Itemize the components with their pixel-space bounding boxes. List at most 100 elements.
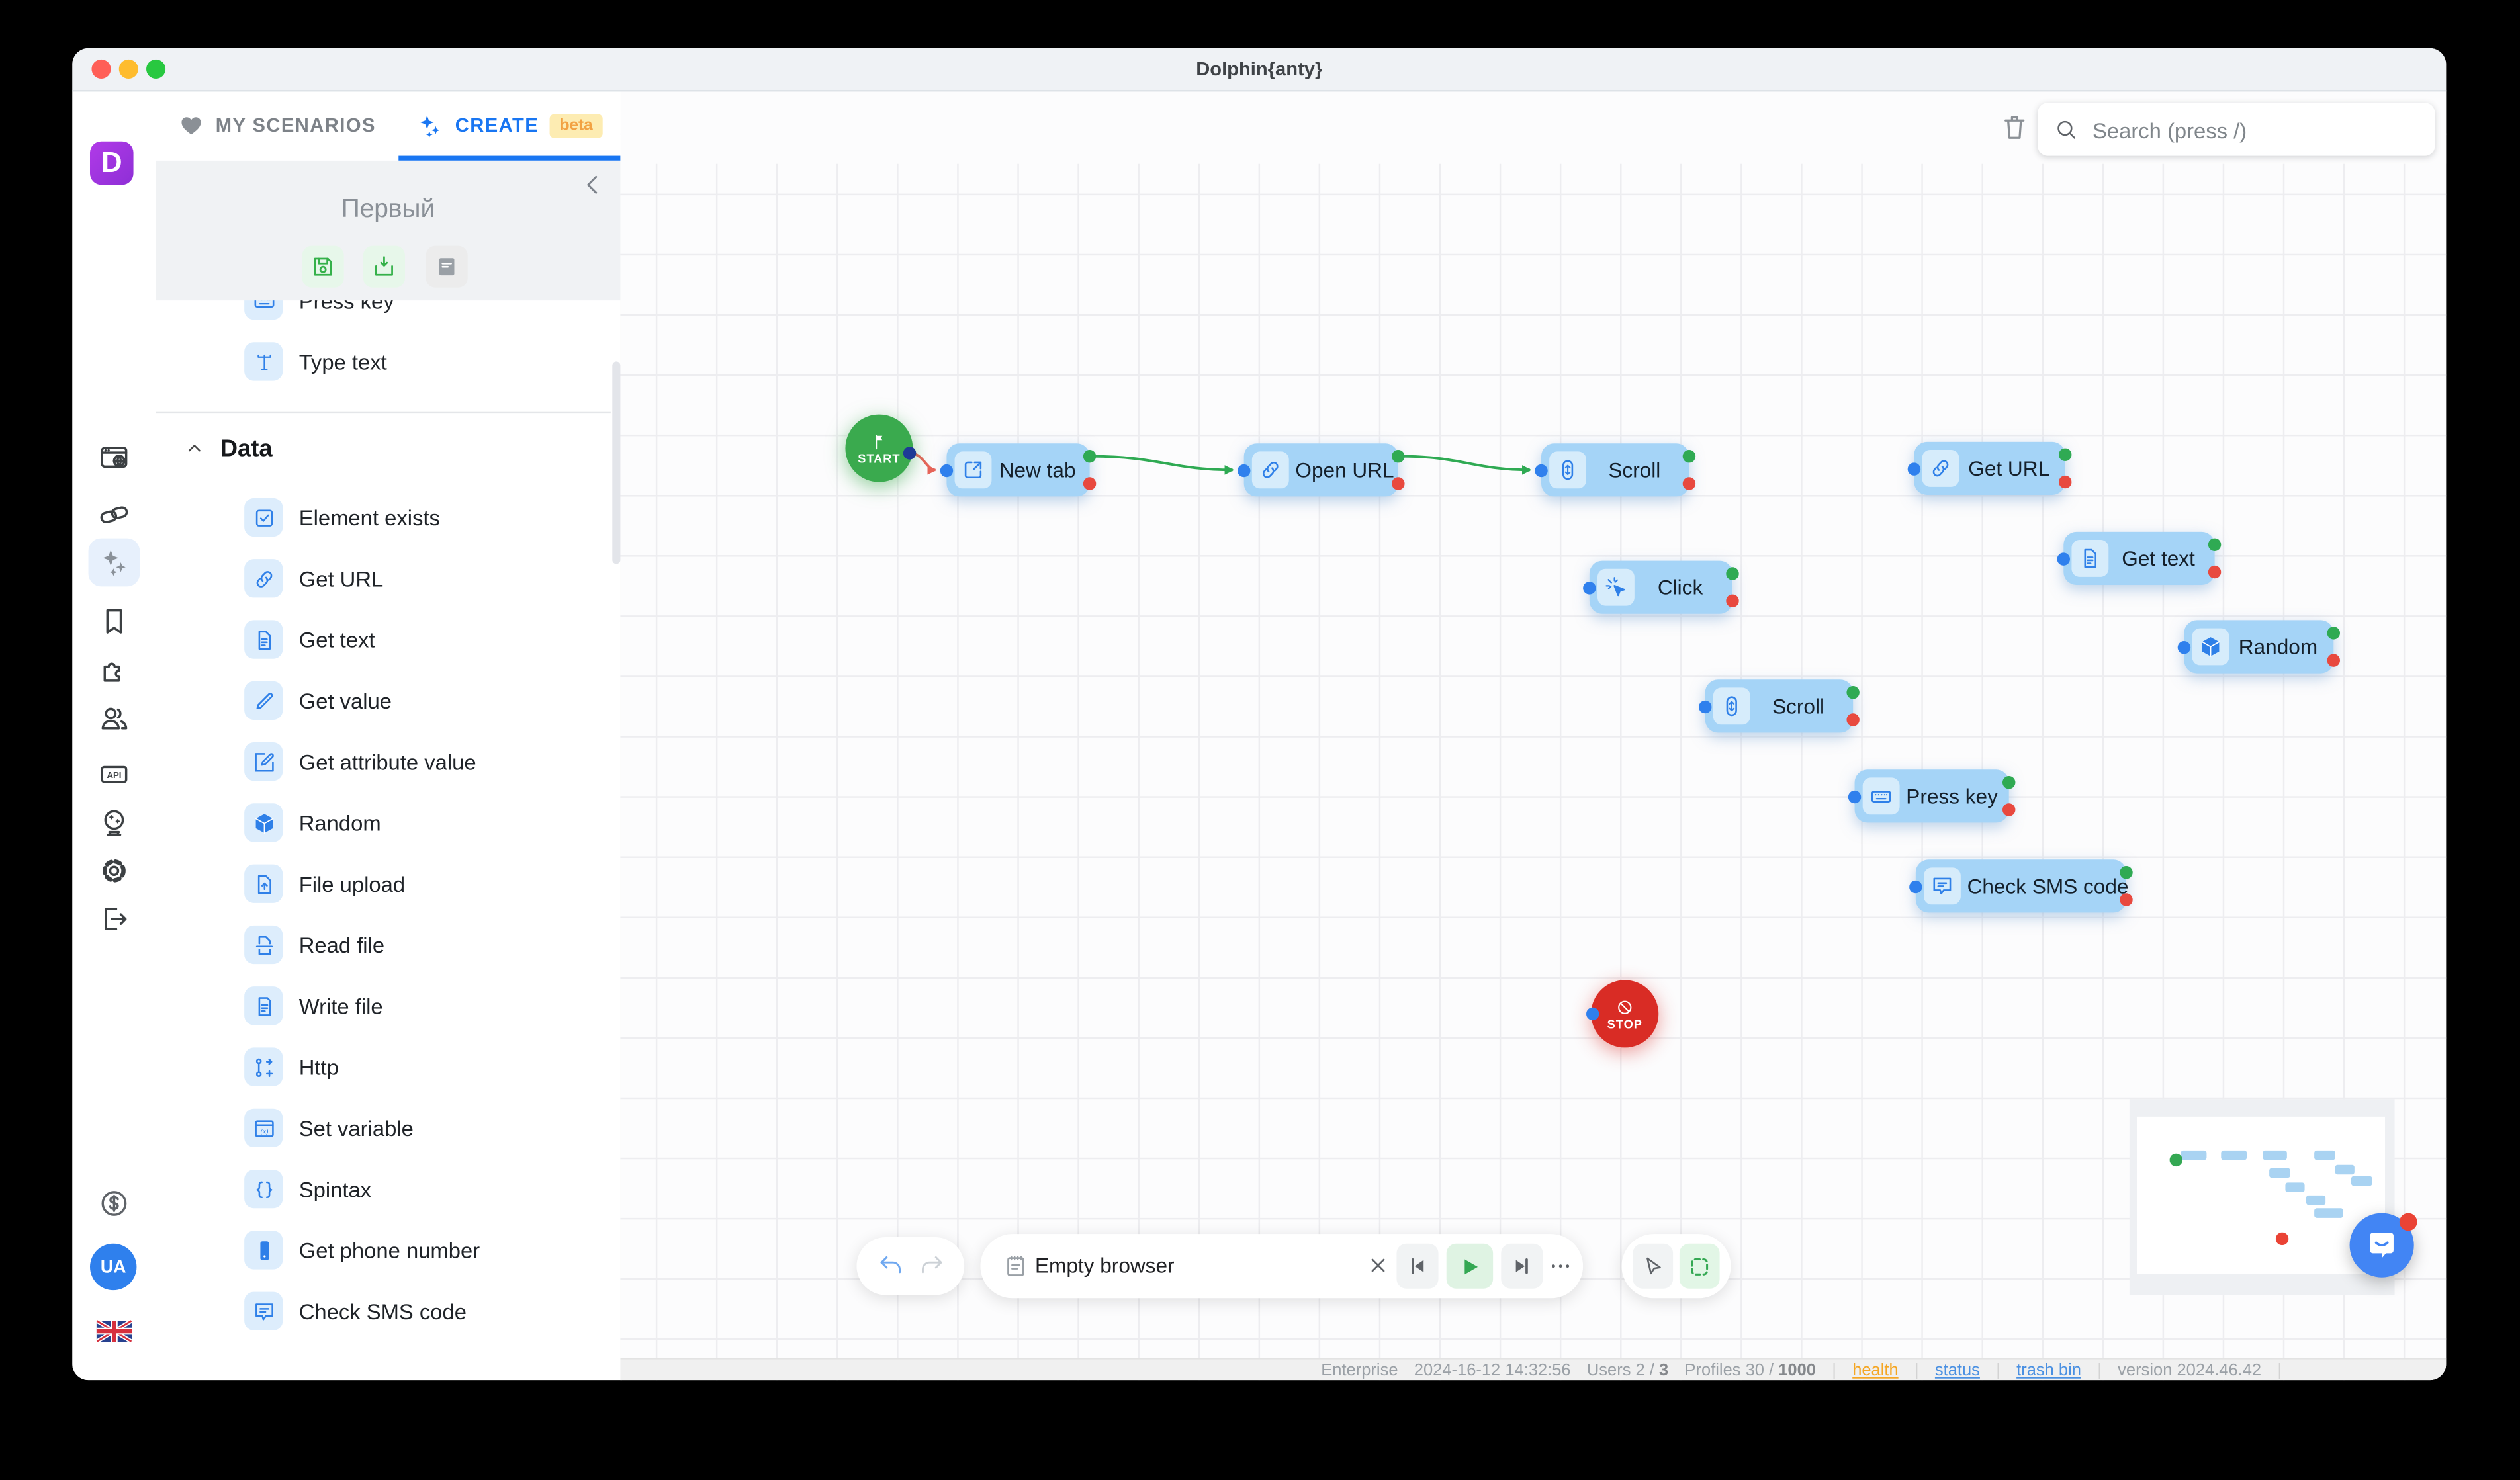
flow-node-check-sms-code[interactable]: Check SMS code xyxy=(1909,859,2133,913)
action-item-get-attribute-value[interactable]: Get attribute value xyxy=(156,731,611,792)
action-item-get-value[interactable]: Get value xyxy=(156,670,611,731)
trash-bin-link[interactable]: trash bin xyxy=(2016,1360,2081,1381)
error-port[interactable] xyxy=(1392,477,1405,490)
input-port[interactable] xyxy=(2177,640,2191,654)
flow-node-scroll-1[interactable]: Scroll xyxy=(1535,443,1696,497)
success-port[interactable] xyxy=(2208,538,2222,551)
error-port[interactable] xyxy=(1846,713,1860,726)
error-port[interactable] xyxy=(1682,477,1696,490)
input-port[interactable] xyxy=(1535,463,1548,477)
action-item-get-url[interactable]: Get URL xyxy=(156,548,611,609)
import-scenario-button[interactable] xyxy=(363,245,405,288)
action-item-set-variable[interactable]: (x)Set variable xyxy=(156,1098,611,1158)
flow-node-get-text[interactable]: Get text xyxy=(2057,531,2222,585)
success-port[interactable] xyxy=(1392,449,1405,463)
success-port[interactable] xyxy=(2058,448,2072,461)
input-port[interactable] xyxy=(1583,580,1596,594)
action-item-read-file[interactable]: Read file xyxy=(156,914,611,975)
language-flag-icon[interactable] xyxy=(96,1319,132,1344)
action-item-check-sms-code[interactable]: Check SMS code xyxy=(156,1281,611,1342)
success-port[interactable] xyxy=(1846,685,1860,699)
success-port[interactable] xyxy=(2327,627,2340,640)
minimize-window-button[interactable] xyxy=(118,59,138,79)
browser-label[interactable]: Empty browser xyxy=(1034,1253,1175,1278)
input-port[interactable] xyxy=(1237,463,1251,477)
flow-node-open-url[interactable]: Open URL xyxy=(1237,443,1405,497)
error-port[interactable] xyxy=(1083,477,1097,490)
sidebar-item-team[interactable] xyxy=(89,694,140,742)
sidebar-item-api[interactable]: API xyxy=(89,750,140,799)
sidebar-item-automation[interactable] xyxy=(88,538,140,587)
sidebar-item-browser-profiles[interactable] xyxy=(89,434,140,482)
flow-node-stop[interactable]: STOP xyxy=(1586,980,1659,1048)
collapse-panel-button[interactable] xyxy=(578,170,608,199)
more-options-icon[interactable] xyxy=(1549,1255,1572,1278)
pointer-tool-button[interactable] xyxy=(1633,1243,1674,1289)
success-port[interactable] xyxy=(1682,449,1696,463)
error-port[interactable] xyxy=(2120,893,2133,906)
close-icon[interactable] xyxy=(1368,1255,1389,1276)
minimap[interactable] xyxy=(2129,1099,2395,1295)
action-item-get-phone-number[interactable]: Get phone number xyxy=(156,1219,611,1280)
flow-node-new-tab[interactable]: New tab xyxy=(940,443,1097,497)
flow-node-start[interactable]: START xyxy=(845,414,917,482)
action-item-get-text[interactable]: Get text xyxy=(156,609,611,670)
sidebar-item-extensions[interactable] xyxy=(89,646,140,694)
start-output-port[interactable] xyxy=(903,447,917,460)
section-data[interactable]: Data xyxy=(156,423,611,474)
trash-icon[interactable] xyxy=(1999,109,2030,144)
input-port[interactable] xyxy=(940,463,954,477)
input-port[interactable] xyxy=(1909,879,1922,893)
close-window-button[interactable] xyxy=(91,59,111,79)
redo-icon[interactable] xyxy=(918,1252,945,1279)
input-port[interactable] xyxy=(1698,699,1712,713)
sidebar-item-logout[interactable] xyxy=(89,895,140,943)
action-item-element-exists[interactable]: Element exists xyxy=(156,487,611,548)
avatar[interactable]: UA xyxy=(89,1243,137,1291)
error-port[interactable] xyxy=(2058,475,2072,489)
action-item-type-text[interactable]: Type text xyxy=(156,331,611,392)
success-port[interactable] xyxy=(1726,567,1739,580)
input-port[interactable] xyxy=(1848,789,1862,803)
zoom-window-button[interactable] xyxy=(146,59,166,79)
flow-node-click[interactable]: Click xyxy=(1583,560,1739,614)
error-port[interactable] xyxy=(2327,654,2340,667)
error-port[interactable] xyxy=(2208,565,2222,579)
error-port[interactable] xyxy=(1726,594,1739,607)
sidebar-item-billing[interactable] xyxy=(89,1180,140,1228)
flow-node-get-url[interactable]: Get URL xyxy=(1907,441,2072,495)
flow-canvas[interactable]: New tab Open URL Scroll Get URL Click Get tex… xyxy=(620,89,2447,1381)
flow-node-press-key[interactable]: Press key xyxy=(1848,769,2016,823)
stop-input-port[interactable] xyxy=(1586,1007,1599,1021)
input-port[interactable] xyxy=(1907,462,1921,475)
sidebar-item-magic[interactable] xyxy=(89,799,140,847)
action-item-file-upload[interactable]: File upload xyxy=(156,853,611,914)
flow-node-random[interactable]: Random xyxy=(2177,620,2340,674)
success-port[interactable] xyxy=(1083,449,1097,463)
save-scenario-button[interactable] xyxy=(302,245,344,288)
dolphin-logo[interactable]: D xyxy=(89,141,134,185)
notes-button[interactable] xyxy=(426,245,468,288)
sidebar-item-settings[interactable] xyxy=(89,847,140,895)
input-port[interactable] xyxy=(2057,552,2070,565)
action-item-random[interactable]: Random xyxy=(156,792,611,853)
sidebar-item-bookmarks[interactable] xyxy=(89,597,140,646)
action-item-http[interactable]: Http xyxy=(156,1036,611,1097)
panel-scrollbar[interactable] xyxy=(612,361,621,564)
error-port[interactable] xyxy=(2002,803,2016,816)
undo-icon[interactable] xyxy=(878,1252,905,1279)
action-item-write-file[interactable]: Write file xyxy=(156,975,611,1036)
flow-node-scroll-2[interactable]: Scroll xyxy=(1698,679,1860,733)
health-link[interactable]: health xyxy=(1852,1360,1899,1381)
step-forward-button[interactable] xyxy=(1501,1243,1543,1289)
success-port[interactable] xyxy=(2120,865,2133,879)
tab-create[interactable]: CREATE beta xyxy=(398,90,620,161)
status-link[interactable]: status xyxy=(1934,1360,1980,1381)
action-item-spintax[interactable]: Spintax xyxy=(156,1158,611,1219)
search-input[interactable] xyxy=(2089,103,2425,159)
step-back-button[interactable] xyxy=(1396,1243,1439,1289)
success-port[interactable] xyxy=(2002,775,2016,789)
chat-button[interactable] xyxy=(2349,1213,2414,1278)
sidebar-item-proxy[interactable] xyxy=(89,490,140,539)
run-button[interactable] xyxy=(1446,1243,1494,1289)
